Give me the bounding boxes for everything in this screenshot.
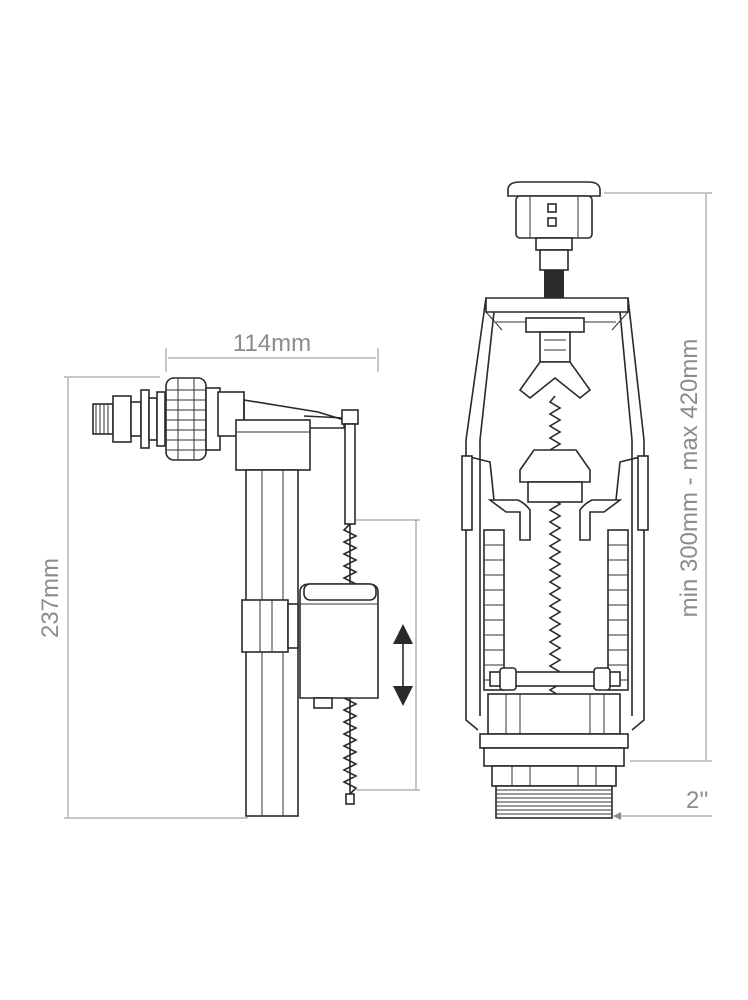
range-label: min 300mm - max 420mm xyxy=(676,339,703,618)
overflow-tube xyxy=(483,529,629,691)
width-label: 114mm xyxy=(233,330,311,357)
thread-dimension: 2'' xyxy=(613,787,712,820)
valve-tube xyxy=(241,469,299,817)
valve-base xyxy=(479,693,629,787)
valve-head xyxy=(217,391,345,471)
height-label: 237mm xyxy=(37,558,64,638)
float-travel-indicator xyxy=(356,519,420,791)
cage-frame xyxy=(465,297,645,731)
range-dimension: min 300mm - max 420mm xyxy=(604,192,712,762)
lock-nut xyxy=(165,377,221,461)
float-cup xyxy=(299,583,379,709)
upper-mechanism xyxy=(518,317,592,400)
inlet-thread xyxy=(92,389,166,449)
inner-float xyxy=(461,449,649,541)
outlet-thread xyxy=(495,785,613,819)
arrow-down-icon xyxy=(393,686,413,706)
fill-valve xyxy=(92,377,379,817)
height-dimension: 237mm xyxy=(37,376,248,819)
thread-label: 2'' xyxy=(686,787,709,814)
flush-valve xyxy=(461,181,649,819)
width-dimension: 114mm xyxy=(165,330,379,372)
arrow-up-icon xyxy=(393,624,413,644)
clip-bar xyxy=(489,667,621,691)
push-button xyxy=(507,181,601,300)
